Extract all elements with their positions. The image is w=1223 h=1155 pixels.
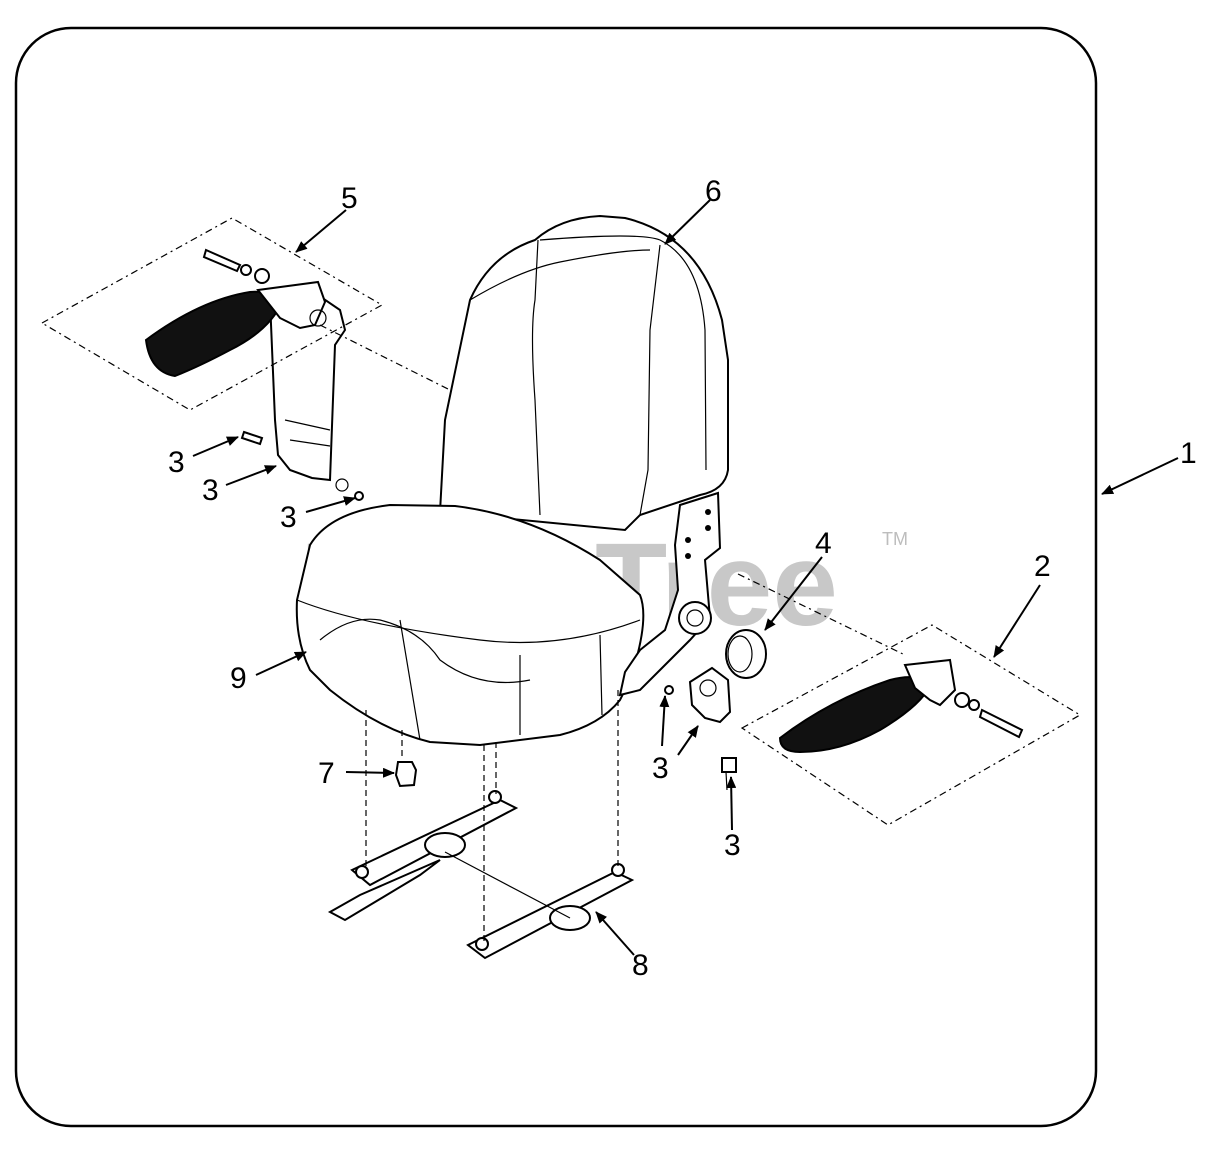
watermark-trademark: TM	[882, 529, 908, 549]
callout-8: 8	[632, 949, 649, 982]
recliner-bracket	[618, 491, 722, 697]
leader-lines	[192, 199, 1179, 956]
callout-3-right-bracket: 3	[652, 752, 669, 785]
right-armrest-bracket	[664, 666, 737, 791]
callout-9: 9	[230, 662, 247, 695]
seat-slide-rails	[327, 690, 635, 960]
callout-6: 6	[705, 175, 722, 208]
callout-3-left-bolt: 3	[168, 446, 185, 479]
callout-2: 2	[1034, 550, 1051, 583]
right-armrest	[737, 573, 1082, 826]
recliner-knob	[725, 629, 767, 679]
callout-labels: 1 2 3 3 3 3 3 4 5 6 7 8 9	[168, 175, 1197, 982]
callout-4: 4	[815, 527, 832, 560]
assembly-frame	[14, 26, 1098, 1128]
seat-switch	[394, 761, 418, 788]
left-armrest	[40, 217, 451, 411]
callout-5: 5	[341, 182, 358, 215]
callout-1: 1	[1180, 437, 1197, 470]
callout-3-right-bolt: 3	[724, 829, 741, 862]
seat-back	[438, 214, 729, 532]
callout-7: 7	[318, 757, 335, 790]
seat-cushion	[295, 503, 645, 747]
callout-3-left-washer: 3	[280, 501, 297, 534]
callout-3-left-bracket: 3	[202, 474, 219, 507]
